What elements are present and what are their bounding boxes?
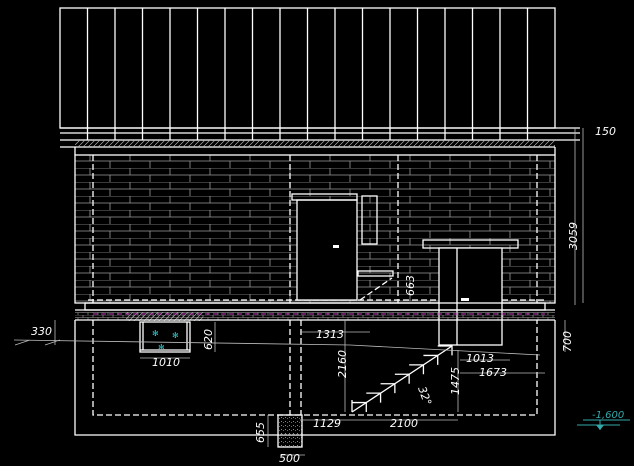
dim-2100: 2100 xyxy=(390,417,418,430)
basement-section: ✻ ✻ ✻ xyxy=(74,320,556,448)
dim-620: 620 xyxy=(202,329,215,350)
dimension-lines xyxy=(13,128,630,456)
dim-700: 700 xyxy=(561,331,574,352)
dim-330: 330 xyxy=(31,325,52,338)
dim-1129: 1129 xyxy=(313,417,341,430)
door-handle xyxy=(461,298,469,301)
elevation-marker-icon xyxy=(577,419,630,430)
svg-text:✻: ✻ xyxy=(158,343,165,352)
dim-3059: 3059 xyxy=(567,222,580,250)
window-pit: ✻ ✻ ✻ xyxy=(139,321,191,353)
stair xyxy=(351,345,453,413)
svg-text:✻: ✻ xyxy=(172,331,179,340)
roof-seams xyxy=(86,8,529,140)
entrance-door xyxy=(422,239,519,346)
dim-150: 150 xyxy=(595,125,616,138)
window-handle xyxy=(333,245,339,248)
dim-1673: 1673 xyxy=(479,366,507,379)
stair-steps xyxy=(352,345,453,412)
window xyxy=(291,193,394,301)
small-window xyxy=(361,195,378,245)
elevation-mark: -1,600 xyxy=(592,410,624,421)
dimension-labels: 150 3059 700 330 620 1010 1313 2160 663 … xyxy=(31,125,624,465)
dim-655: 655 xyxy=(254,422,267,443)
dim-1475: 1475 xyxy=(449,367,462,395)
footing xyxy=(277,414,303,448)
dim-663: 663 xyxy=(404,275,417,296)
roof xyxy=(59,7,580,155)
svg-text:✻: ✻ xyxy=(152,329,159,338)
dim-1013: 1013 xyxy=(466,352,494,365)
plinth xyxy=(75,302,555,321)
dim-1010: 1010 xyxy=(152,356,180,369)
dim-1313: 1313 xyxy=(316,328,344,341)
dim-500: 500 xyxy=(279,452,300,465)
dim-2160: 2160 xyxy=(336,350,349,378)
dim-angle: 32° xyxy=(415,385,434,408)
